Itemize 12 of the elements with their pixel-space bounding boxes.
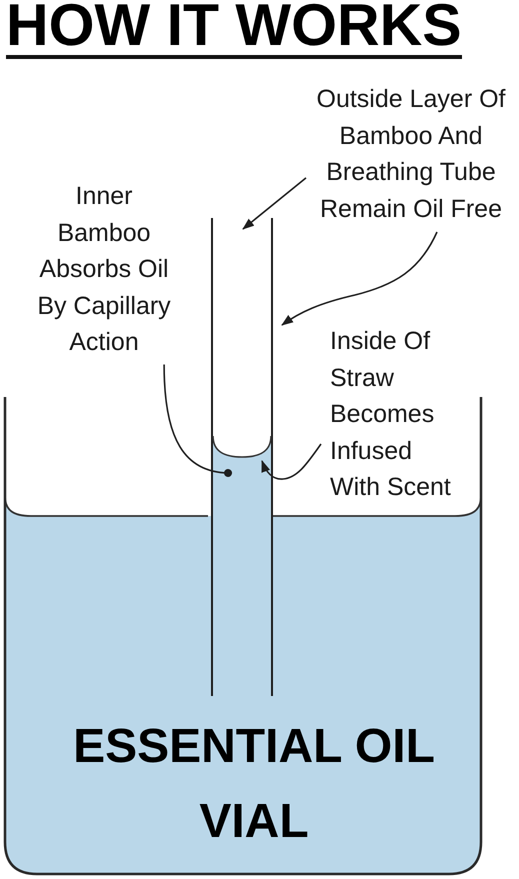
oil-in-straw <box>213 436 271 517</box>
vial-label: ESSENTIAL OIL VIAL <box>72 719 436 850</box>
straw <box>211 218 273 696</box>
title: HOW IT WORKS <box>6 0 462 59</box>
callout-text: Inside Of Straw Becomes Infused With Scent <box>330 323 460 506</box>
vial <box>3 396 483 877</box>
callout-text: Inner Bamboo Absorbs Oil By Capillary Action <box>34 178 174 360</box>
arrow <box>281 232 438 326</box>
arrow <box>261 444 322 480</box>
callout-text: Outside Layer Of Bamboo And Breathing Tube Remain Oil Free <box>314 81 508 227</box>
leader-line <box>163 364 232 477</box>
arrow <box>242 177 306 230</box>
